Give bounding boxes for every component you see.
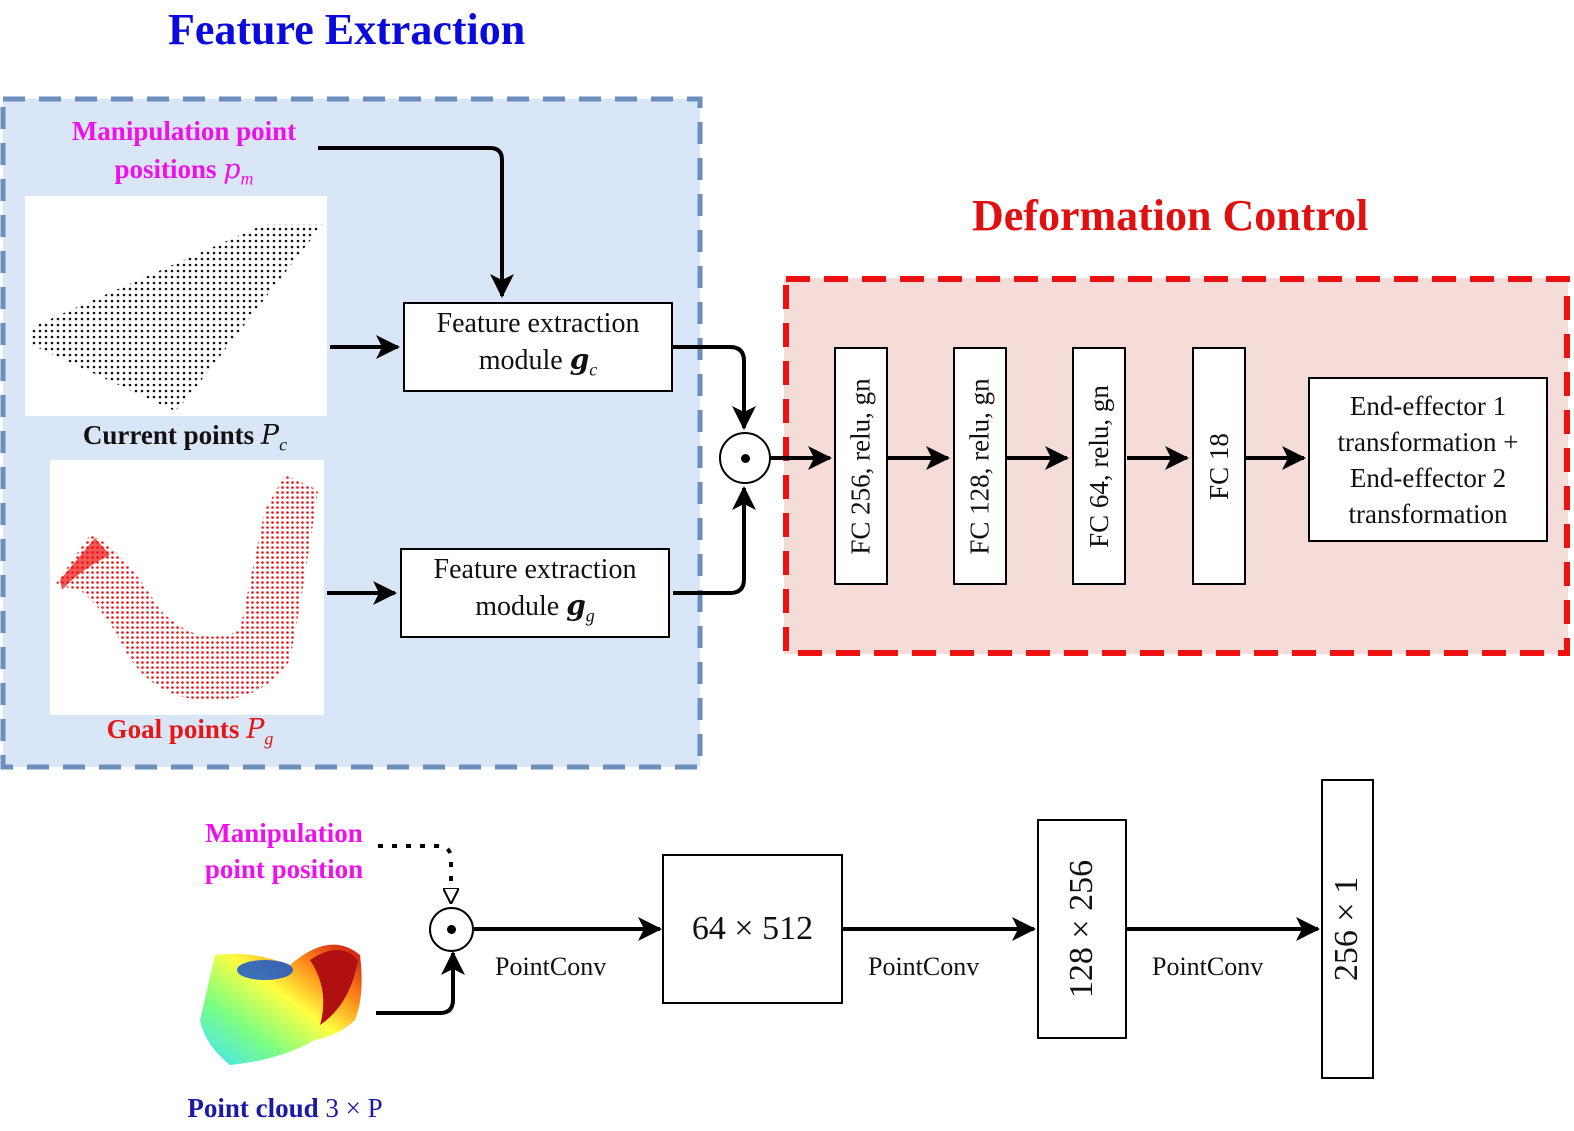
current-points-image <box>25 196 327 416</box>
point-cloud-image <box>190 925 370 1073</box>
current-points-label: Current points Pc <box>82 420 288 455</box>
goal-points-label: Goal points Pg <box>106 714 274 749</box>
fc-128-layer: FC 128, relu, gn <box>953 347 1007 585</box>
current-points-cloud <box>30 224 323 411</box>
fc-256-layer: FC 256, relu, gn <box>834 347 888 585</box>
goal-points-cloud <box>55 475 318 701</box>
manipulation-positions-label: Manipulation point positions pm <box>71 116 297 189</box>
fc-18-layer: FC 18 <box>1192 347 1246 585</box>
feature-map-256x1: 256 × 1 <box>1321 779 1374 1079</box>
point-cloud-heatmap <box>200 944 362 1065</box>
feature-map-64x512: 64 × 512 <box>662 854 843 1004</box>
concat-operator-icon <box>719 432 771 484</box>
feature-extraction-module-gc: Feature extraction module gc <box>403 302 673 392</box>
deformation-control-title: Deformation Control <box>972 191 1369 240</box>
point-cloud-label: Point cloud 3 × P <box>187 1093 383 1123</box>
pointconv-label-2: PointConv <box>868 952 980 981</box>
manipulation-position-label: Manipulation point position <box>204 818 364 884</box>
goal-points-image <box>50 460 324 715</box>
end-effector-output-box: End-effector 1 transformation + End-effe… <box>1308 377 1548 542</box>
pointconv-label-3: PointConv <box>1152 952 1264 981</box>
feature-extraction-module-gg: Feature extraction module gg <box>400 548 670 638</box>
pointconv-concat-operator-icon <box>429 907 474 952</box>
pointconv-label-1: PointConv <box>495 952 607 981</box>
feature-map-128x256: 128 × 256 <box>1037 819 1127 1039</box>
feature-extraction-title: Feature Extraction <box>168 5 526 54</box>
fc-64-layer: FC 64, relu, gn <box>1072 347 1126 585</box>
